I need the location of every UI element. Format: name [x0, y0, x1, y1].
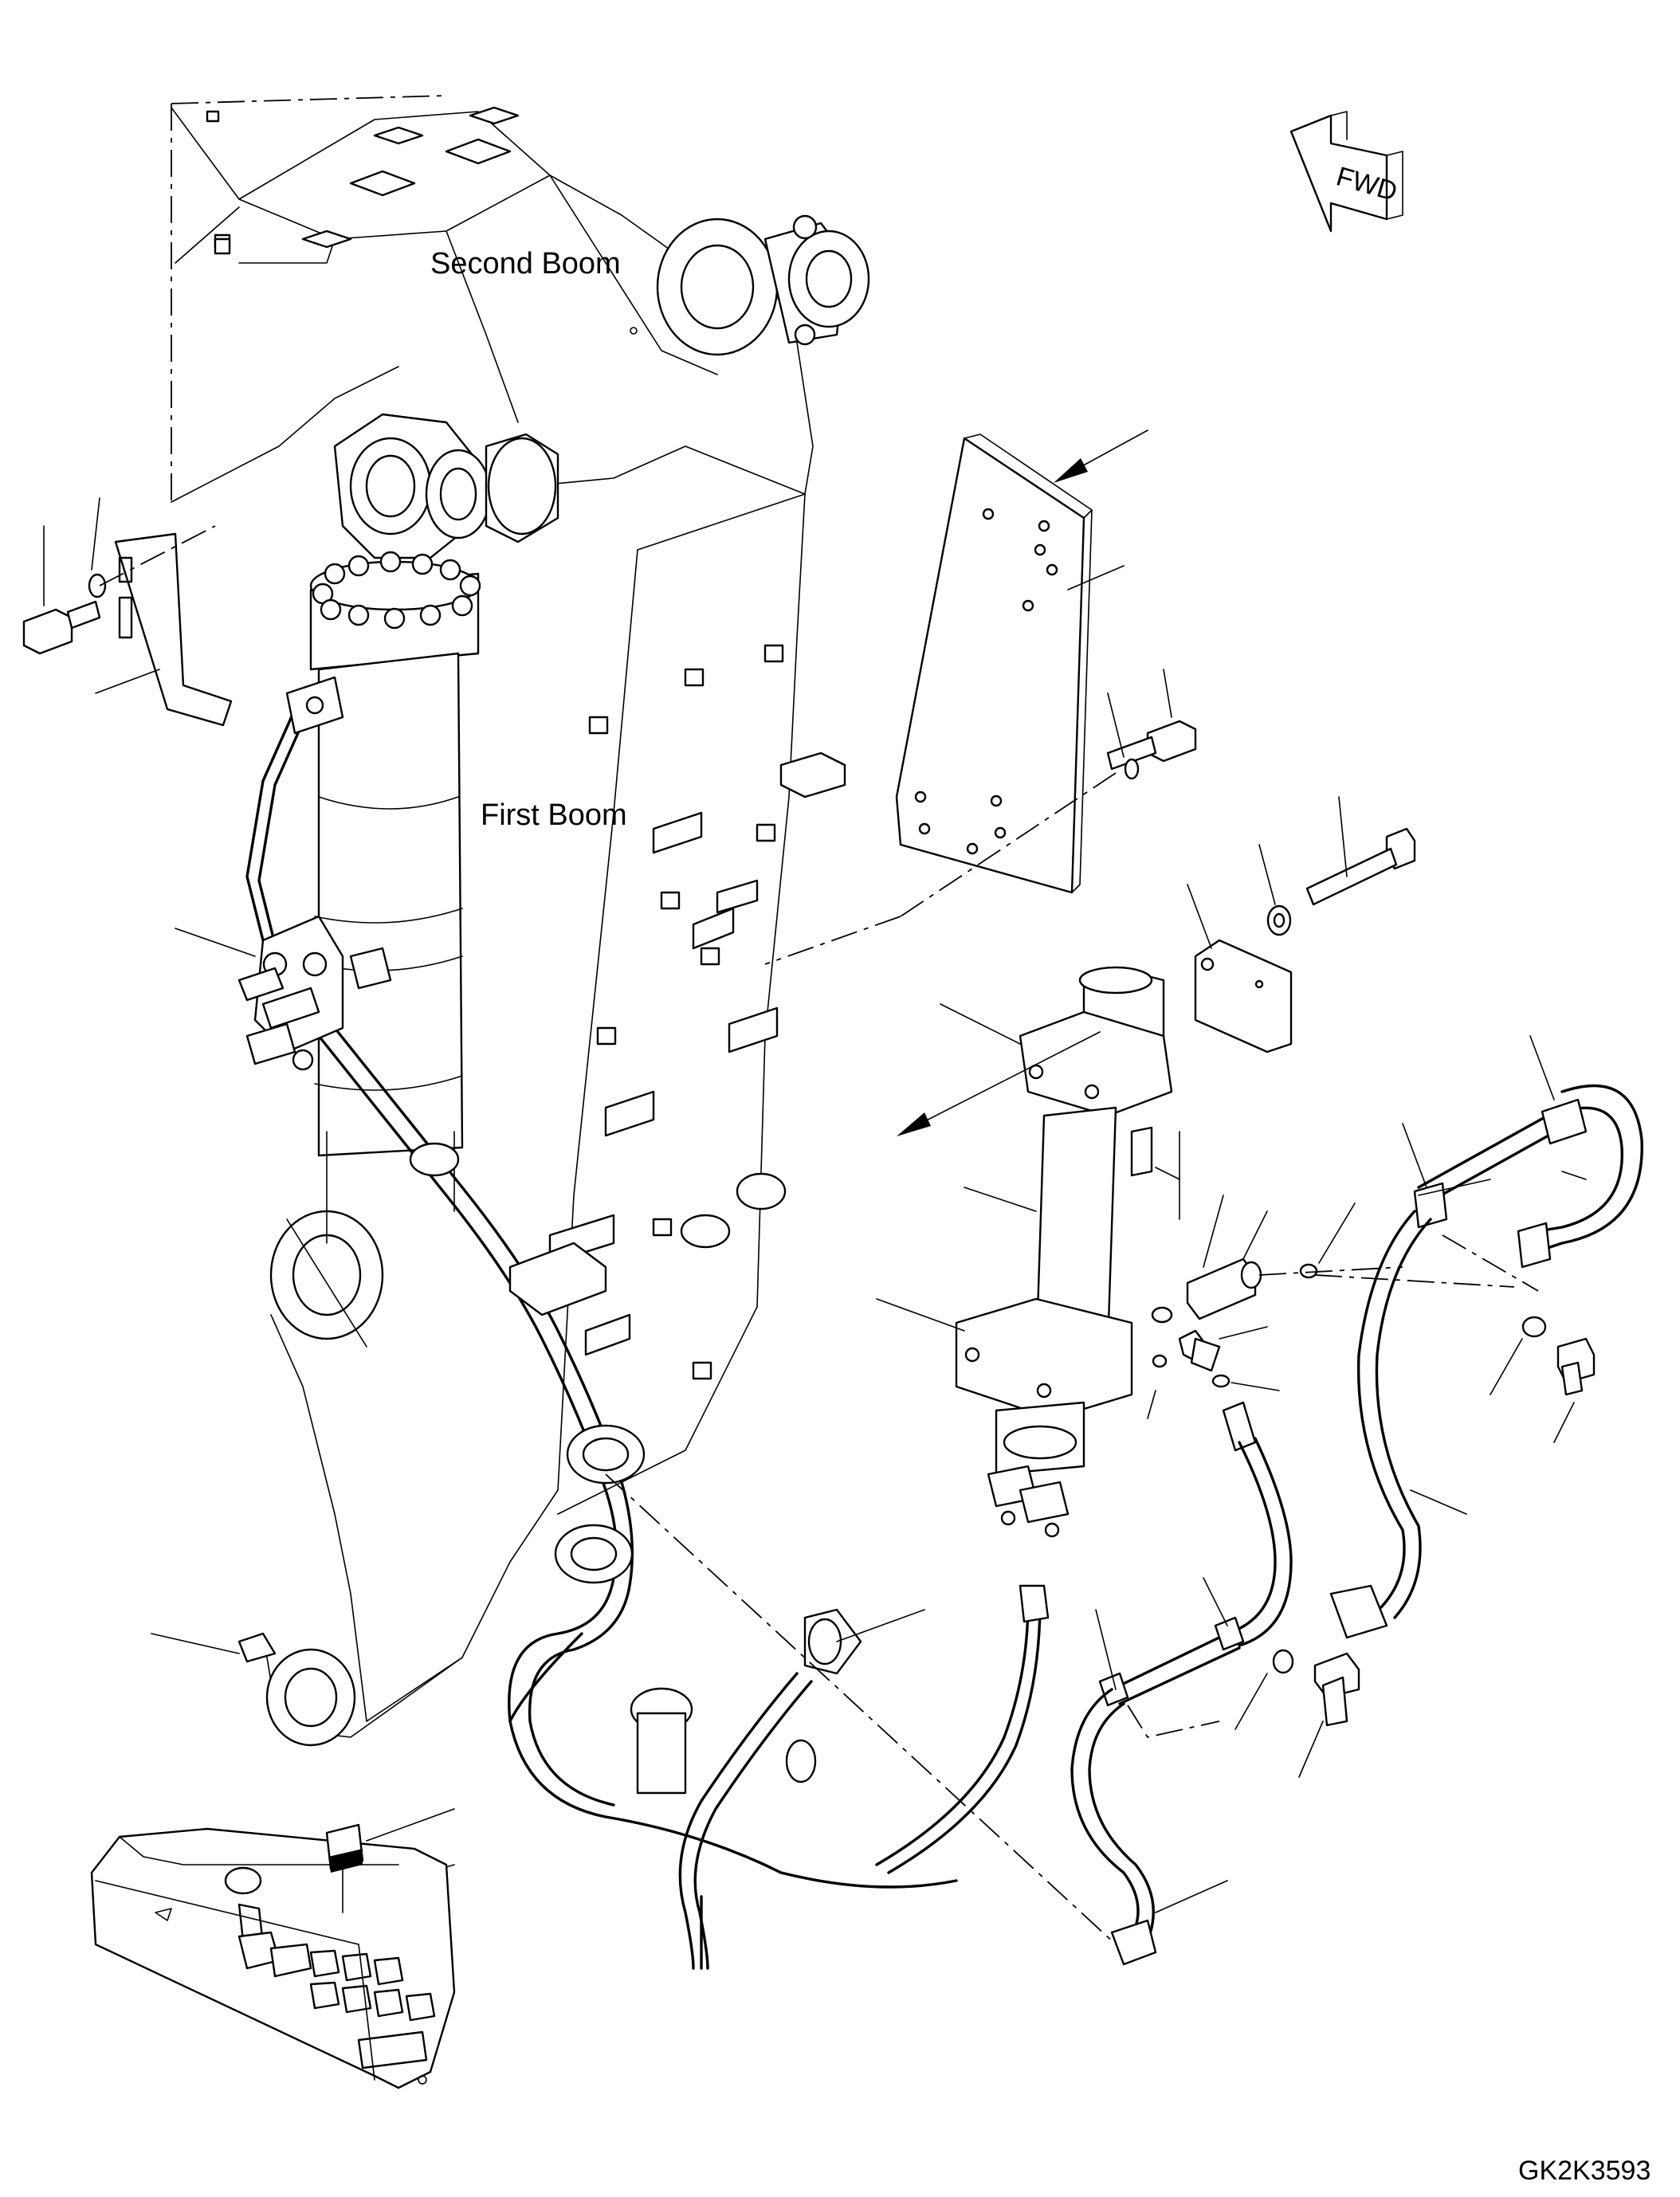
- valve-block: [237, 676, 392, 1071]
- right-hose-assembly: [1329, 1035, 1643, 1639]
- boom-cylinder: [309, 413, 559, 1244]
- hose-clamps: [409, 1142, 862, 1795]
- center-hose-assembly: [1070, 1401, 1360, 1966]
- first-boom-drawing: [214, 237, 846, 1747]
- second-boom-label: Second Boom: [430, 247, 621, 281]
- fwd-arrow: FWD: [1289, 111, 1403, 233]
- leader-lines: [151, 928, 925, 1889]
- control-console: [90, 1808, 456, 2089]
- sensor-cylinder-assembly: [876, 796, 1416, 1538]
- mounting-plate: [764, 430, 1197, 965]
- second-boom-drawing: [171, 95, 870, 503]
- fittings: [1147, 1195, 1403, 1419]
- first-boom-label: First Boom: [481, 798, 627, 832]
- wear-pads: [214, 237, 846, 1380]
- drawing-code: GK2K3593: [1518, 2156, 1651, 2186]
- bracket-left: [22, 497, 233, 727]
- flange-bolts: [312, 551, 481, 630]
- centerlines: [605, 1274, 1515, 1945]
